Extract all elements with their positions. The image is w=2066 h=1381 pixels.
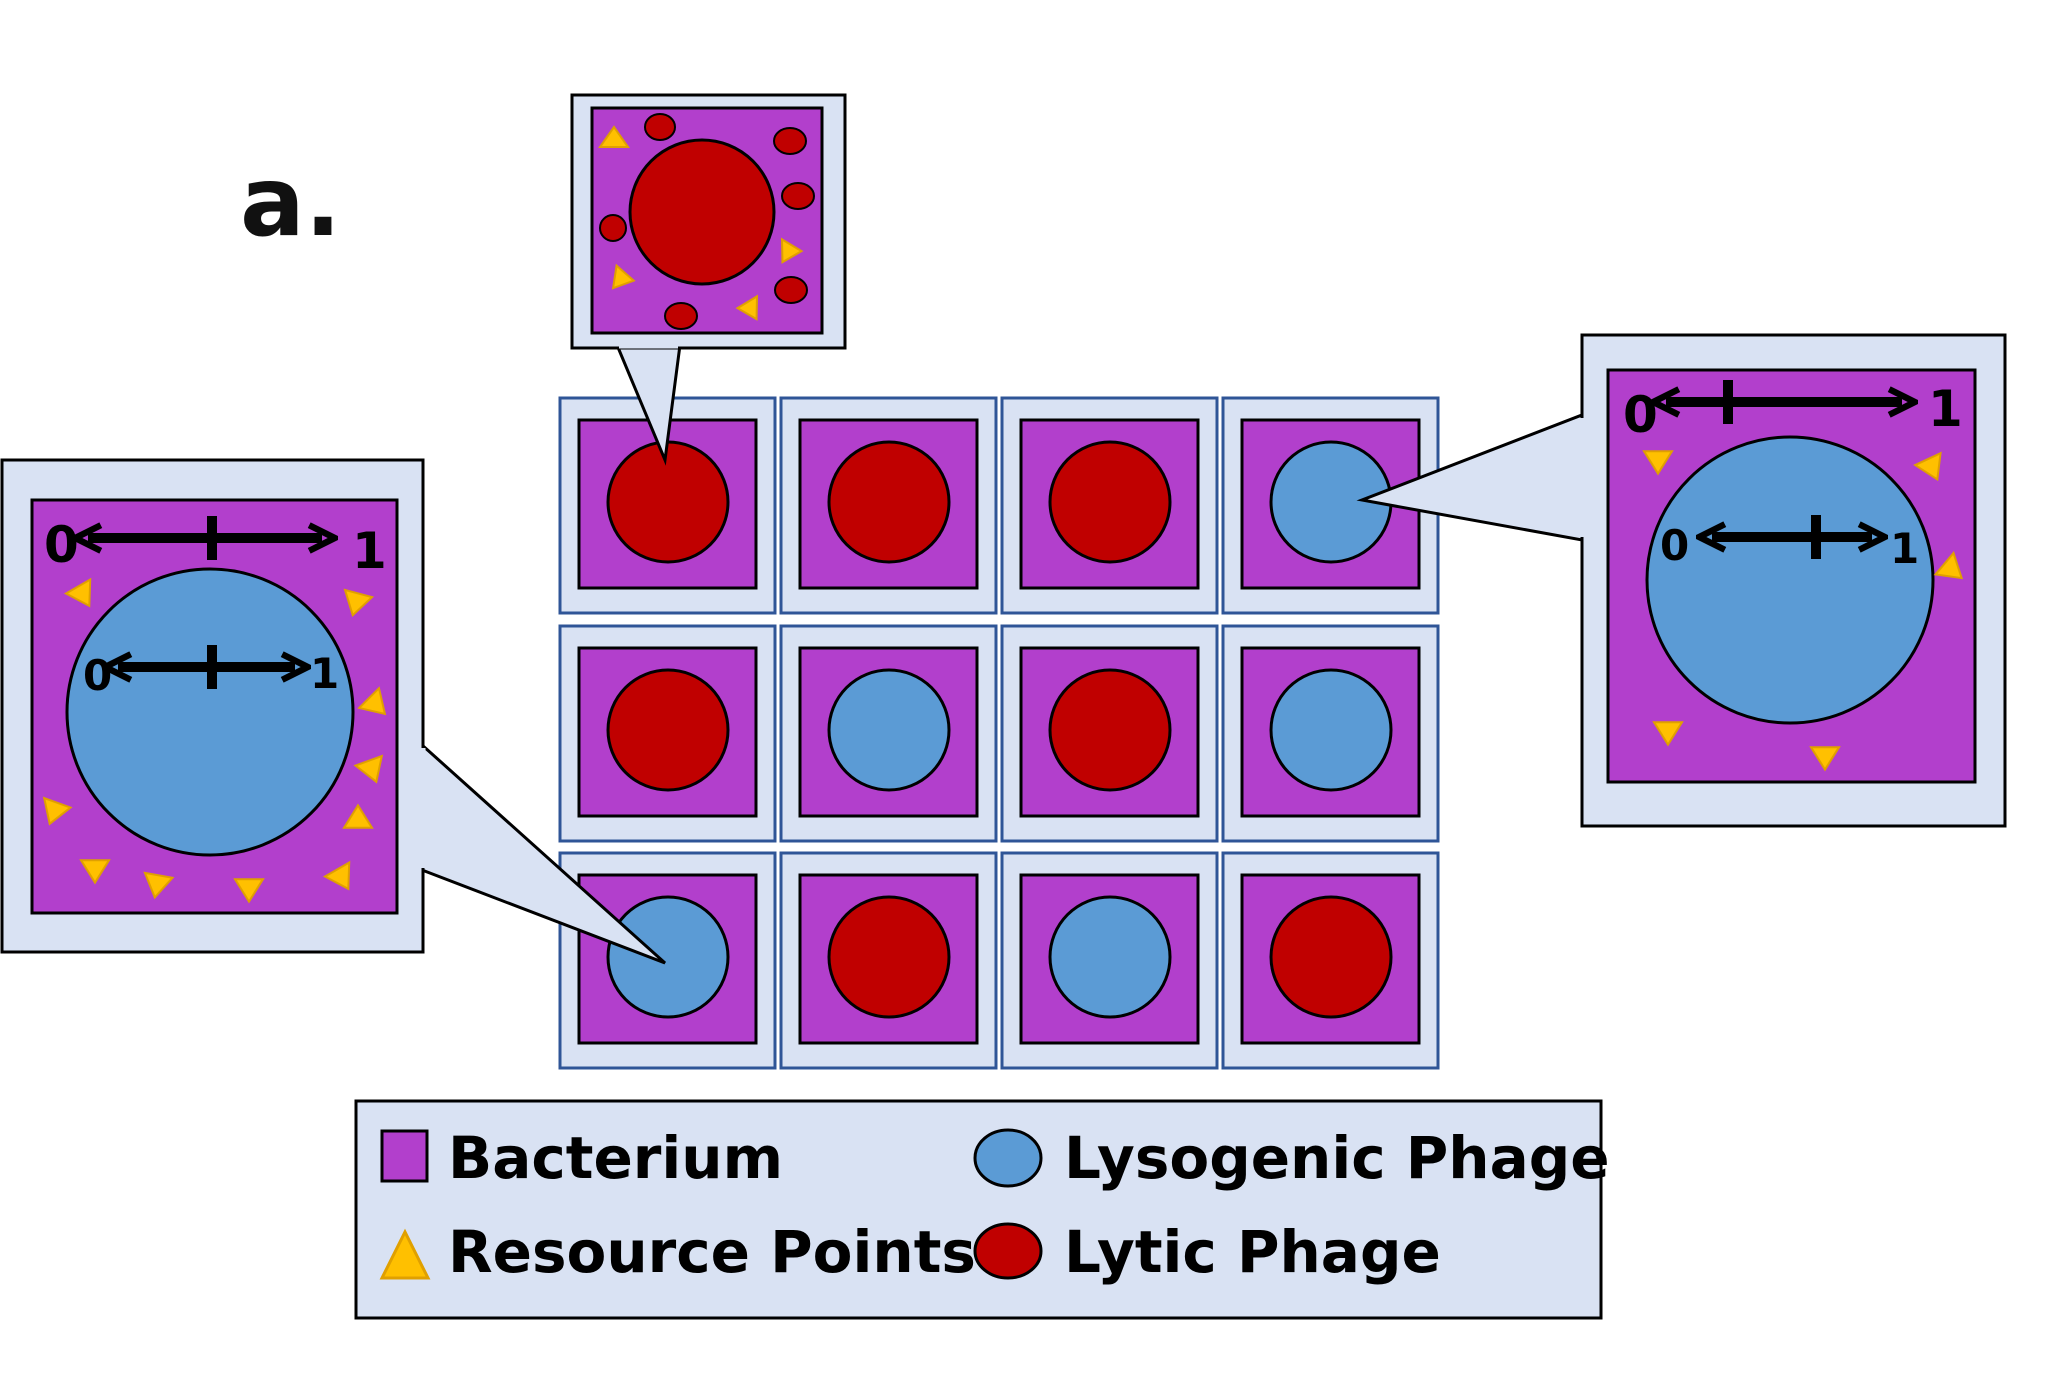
cell-grid	[558, 396, 1440, 1070]
lytic-phage	[1048, 668, 1172, 792]
resource-point	[1652, 721, 1684, 747]
released-phage	[781, 182, 815, 210]
grid-cell	[558, 624, 777, 843]
resource-point	[353, 754, 384, 784]
resource-point	[598, 125, 630, 148]
resource-point	[343, 588, 375, 617]
resource-point	[1933, 550, 1964, 580]
grid-cell	[779, 851, 998, 1070]
grid-cell	[1000, 624, 1219, 843]
released-phage	[644, 113, 676, 141]
left-callout: 0 1 0 1	[0, 458, 667, 965]
lytic-phage	[1269, 895, 1393, 1019]
grid-cell	[1221, 851, 1440, 1070]
released-phages	[599, 113, 815, 330]
resource-point	[63, 577, 92, 608]
top-resources	[598, 125, 804, 321]
bacterium-slider-max: 1	[1928, 380, 1963, 438]
top-callout	[570, 93, 847, 466]
resource-point	[611, 263, 636, 290]
resource-point	[1913, 451, 1942, 482]
grid-cell	[1000, 851, 1219, 1070]
lysogenic-phage-enlarged	[65, 567, 355, 857]
grid-cell	[1221, 624, 1440, 843]
resource-point	[79, 859, 111, 885]
legend-lysogenic-swatch	[973, 1128, 1043, 1188]
lytic-phage	[1048, 440, 1172, 564]
legend-box	[354, 1099, 1603, 1320]
resource-point	[143, 871, 175, 900]
bacterium-slider-min: 0	[1623, 386, 1658, 444]
legend: Bacterium Resource Points Lysogenic Phag…	[354, 1099, 1610, 1320]
grid-cell	[779, 624, 998, 843]
left-resources	[42, 577, 387, 904]
lysogenic-phage	[1048, 895, 1172, 1019]
released-phage	[773, 127, 807, 155]
grid-cell	[1000, 396, 1219, 615]
legend-bacterium-swatch	[380, 1129, 429, 1183]
lysogenic-phage	[827, 668, 951, 792]
resource-point	[735, 294, 759, 321]
resource-point	[342, 803, 374, 829]
legend-bacterium-label: Bacterium	[448, 1124, 783, 1192]
lysogenic-phage	[606, 895, 730, 1019]
grid-cell	[558, 851, 777, 1070]
burst-lytic-phage	[628, 138, 776, 286]
legend-resource-label: Resource Points	[448, 1218, 976, 1286]
lysogenic-phage	[1269, 668, 1393, 792]
right-callout: 0 1 0 1	[1356, 333, 2007, 828]
released-phage	[664, 302, 698, 330]
right-resources	[1642, 450, 1964, 772]
resource-point	[233, 878, 265, 904]
phage-slider-min: 0	[1660, 521, 1689, 570]
resource-point	[780, 237, 804, 264]
legend-resource-swatch	[379, 1228, 431, 1280]
legend-lytic-swatch	[973, 1222, 1043, 1280]
panel-label: a.	[240, 146, 341, 258]
lytic-phage	[827, 440, 951, 564]
resource-point	[322, 860, 351, 891]
resource-point	[1809, 746, 1841, 772]
bacterium-slider-min: 0	[44, 516, 79, 574]
legend-lytic-label: Lytic Phage	[1064, 1218, 1441, 1286]
resource-point	[357, 686, 387, 716]
released-phage	[774, 276, 808, 304]
legend-lysogenic-label: Lysogenic Phage	[1064, 1124, 1610, 1192]
lytic-phage	[606, 668, 730, 792]
grid-cell	[1221, 396, 1440, 615]
released-phage	[599, 214, 627, 242]
resource-point	[1642, 450, 1674, 476]
phage-slider-max: 1	[310, 649, 339, 698]
phage-slider-max: 1	[1890, 524, 1919, 573]
resource-point	[42, 796, 73, 826]
phage-slider-min: 0	[83, 651, 112, 700]
lytic-phage	[606, 440, 730, 564]
bacterium-slider-max: 1	[352, 522, 387, 580]
grid-cell	[779, 396, 998, 615]
lytic-phage	[827, 895, 951, 1019]
lysogenic-phage-enlarged	[1645, 435, 1935, 725]
